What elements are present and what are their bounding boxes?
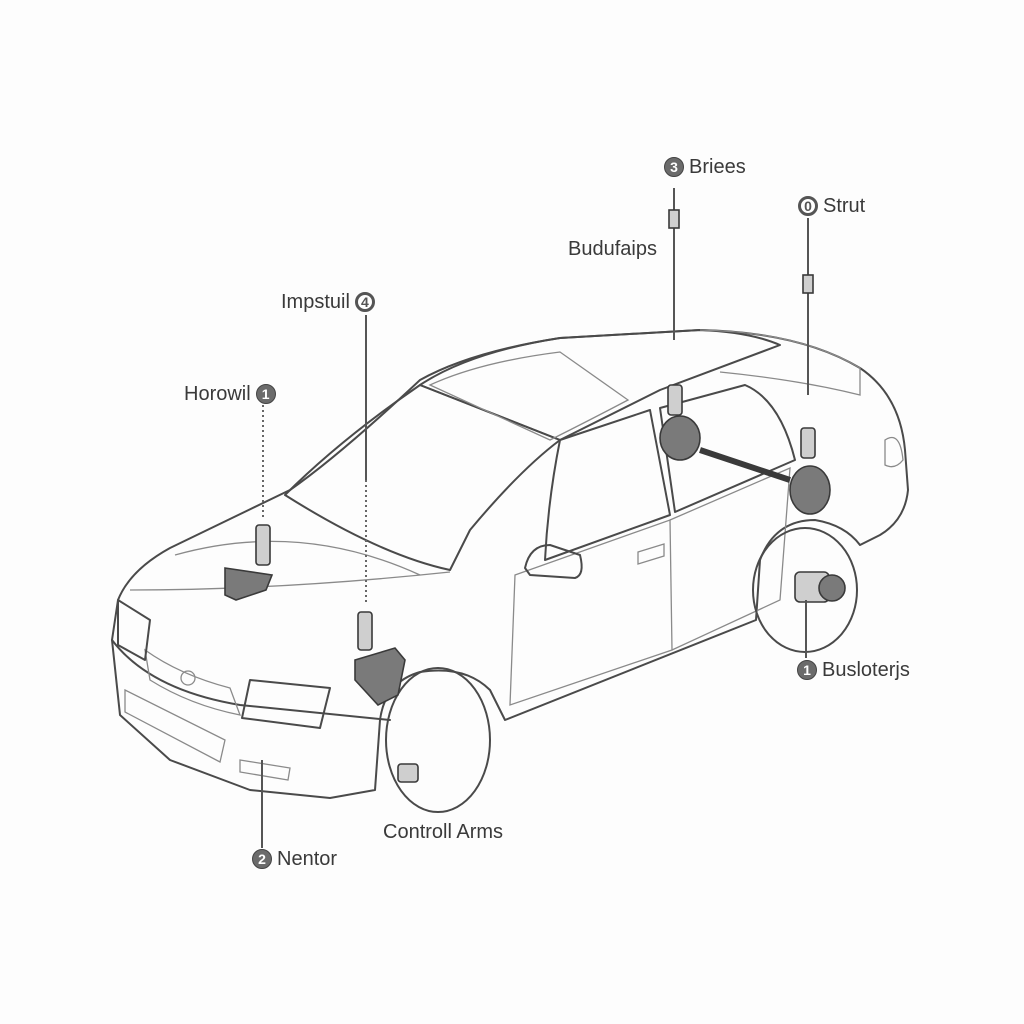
sunroof bbox=[428, 351, 630, 441]
headlight-right bbox=[241, 679, 331, 729]
callout-strut-text: Strut bbox=[823, 195, 866, 217]
callout-busloterjs-number: 1 bbox=[797, 660, 817, 680]
callout-impstuil-text: Impstuil bbox=[281, 291, 350, 313]
callout-horowil-number: 1 bbox=[255, 384, 276, 404]
callout-strut: 0 Strut bbox=[798, 194, 865, 218]
rear-door bbox=[669, 466, 791, 651]
roof bbox=[419, 329, 781, 441]
windshield bbox=[284, 384, 561, 571]
rear-side-window bbox=[659, 384, 796, 513]
callout-busloterjs-text: Busloterjs bbox=[822, 659, 910, 681]
fog-light bbox=[239, 759, 291, 781]
callout-brakes: 3 Briees bbox=[664, 155, 746, 179]
callout-horowil: Horowil 1 bbox=[184, 382, 276, 406]
front-wheel bbox=[385, 667, 491, 813]
hood-line bbox=[129, 571, 451, 591]
callout-control-arms: Controll Arms bbox=[383, 820, 503, 844]
callout-busloterjs: 1 Busloterjs bbox=[797, 658, 910, 682]
callout-nentor-text: Nentor bbox=[277, 848, 338, 870]
front-bushing-part bbox=[397, 763, 419, 783]
rear-axle-part bbox=[659, 384, 831, 515]
front-left-strut-part bbox=[224, 524, 274, 601]
suspension-parts bbox=[224, 384, 846, 783]
callout-horowil-text: Horowil bbox=[184, 383, 251, 405]
callout-bushings-top-text: Budufaips bbox=[568, 238, 657, 260]
callout-impstuil-number: 4 bbox=[354, 292, 375, 312]
callout-brakes-number: 3 bbox=[664, 157, 684, 177]
headlight-left bbox=[117, 599, 151, 661]
front-right-strut-part bbox=[354, 611, 406, 706]
callout-impstuil: Impstuil 4 bbox=[281, 290, 375, 314]
callout-bushings-top: Budufaips bbox=[568, 237, 657, 261]
tail-light bbox=[884, 436, 904, 468]
front-bumper bbox=[111, 639, 391, 721]
hood-crease bbox=[174, 540, 421, 576]
callout-nentor: 2 Nentor bbox=[252, 847, 337, 871]
rear-bushing-part bbox=[794, 571, 846, 603]
lower-grille bbox=[124, 688, 226, 763]
front-door bbox=[509, 519, 673, 706]
leader-lines bbox=[261, 188, 814, 848]
callout-brakes-text: Briees bbox=[689, 156, 746, 178]
callout-nentor-number: 2 bbox=[252, 849, 272, 869]
grille bbox=[144, 648, 242, 716]
badge-emblem bbox=[180, 670, 196, 686]
rear-deck bbox=[699, 329, 861, 396]
door-handle-front bbox=[637, 543, 665, 565]
front-side-window bbox=[544, 409, 671, 561]
callout-strut-number: 0 bbox=[798, 196, 818, 216]
callout-control-arms-text: Controll Arms bbox=[383, 821, 504, 843]
side-mirror bbox=[524, 544, 583, 579]
